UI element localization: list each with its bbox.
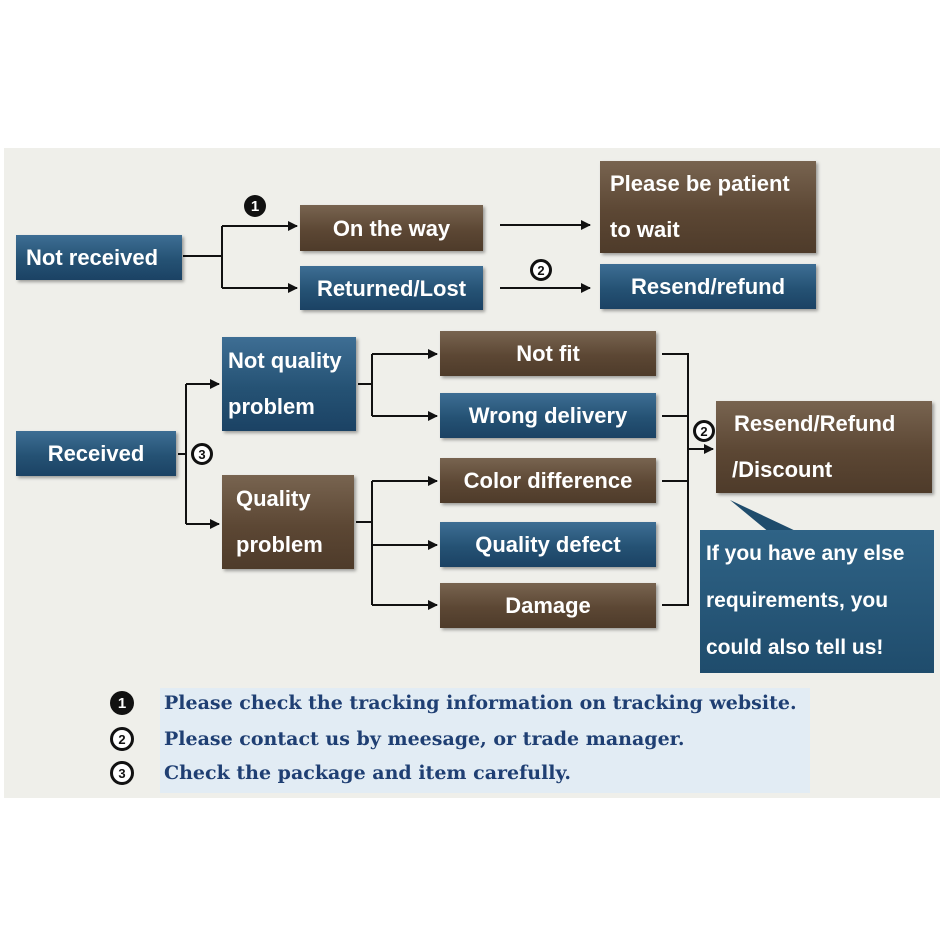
note-item: 3 Check the package and item carefully. (110, 761, 571, 785)
note-item: 2 Please contact us by meesage, or trade… (110, 727, 685, 751)
node-label: Returned/Lost (316, 275, 467, 301)
bubble-line: could also tell us! (706, 636, 884, 659)
node-label: Received (47, 441, 145, 466)
step-badge-2: 2 (530, 259, 552, 281)
step-badge-3: 3 (191, 443, 213, 465)
node-label: Damage (505, 593, 591, 618)
node-received: Received (16, 431, 176, 476)
node-on-the-way: On the way (300, 205, 483, 251)
node-label-line: /Discount (732, 457, 833, 482)
notes-panel (160, 688, 810, 793)
node-label-line: Quality (236, 486, 311, 511)
node-not-fit: Not fit (440, 331, 656, 376)
node-quality-problem: Quality problem (222, 475, 354, 569)
node-label: Not fit (516, 341, 580, 366)
bubble-tail (730, 500, 800, 533)
node-label-line: Resend/Refund (734, 411, 896, 436)
node-label: Quality defect (475, 532, 621, 557)
note-text: Please contact us by meesage, or trade m… (164, 728, 685, 750)
node-resend-refund: Resend/refund (600, 264, 816, 309)
speech-bubble: If you have any else requirements, you c… (700, 530, 934, 673)
step-badge-2: 2 (693, 420, 715, 442)
node-label: Not received (26, 245, 159, 270)
node-label: On the way (332, 215, 451, 241)
node-label-line: to wait (610, 217, 680, 242)
connector (662, 353, 689, 417)
bubble-line: requirements, you (706, 589, 889, 612)
node-wrong-delivery: Wrong delivery (440, 393, 656, 438)
bubble-line: If you have any else (706, 542, 905, 565)
node-quality-defect: Quality defect (440, 522, 656, 567)
node-label-line: problem (228, 394, 315, 419)
node-not-received: Not received (16, 235, 182, 280)
node-returned-lost: Returned/Lost (300, 266, 483, 310)
node-resend-refund-discount: Resend/Refund /Discount (716, 401, 932, 493)
node-damage: Damage (440, 583, 656, 628)
connector (662, 480, 689, 606)
note-badge-2: 2 (110, 727, 134, 751)
node-label-line: problem (236, 532, 323, 557)
node-color-difference: Color difference (440, 458, 656, 503)
note-text: Check the package and item carefully. (164, 762, 571, 784)
node-please-be-patient: Please be patient to wait (600, 161, 816, 253)
node-label: Resend/refund (630, 274, 786, 299)
step-badge-1: 1 (244, 195, 266, 217)
node-label-line: Please be patient (610, 171, 790, 196)
node-label: Color difference (463, 468, 633, 493)
note-item: 1 Please check the tracking information … (110, 691, 797, 715)
note-badge-1: 1 (110, 691, 134, 715)
node-label-line: Not quality (228, 348, 342, 373)
node-label: Wrong delivery (468, 403, 628, 428)
note-text: Please check the tracking information on… (164, 692, 797, 714)
node-not-quality-problem: Not quality problem (222, 337, 356, 431)
note-badge-3: 3 (110, 761, 134, 785)
